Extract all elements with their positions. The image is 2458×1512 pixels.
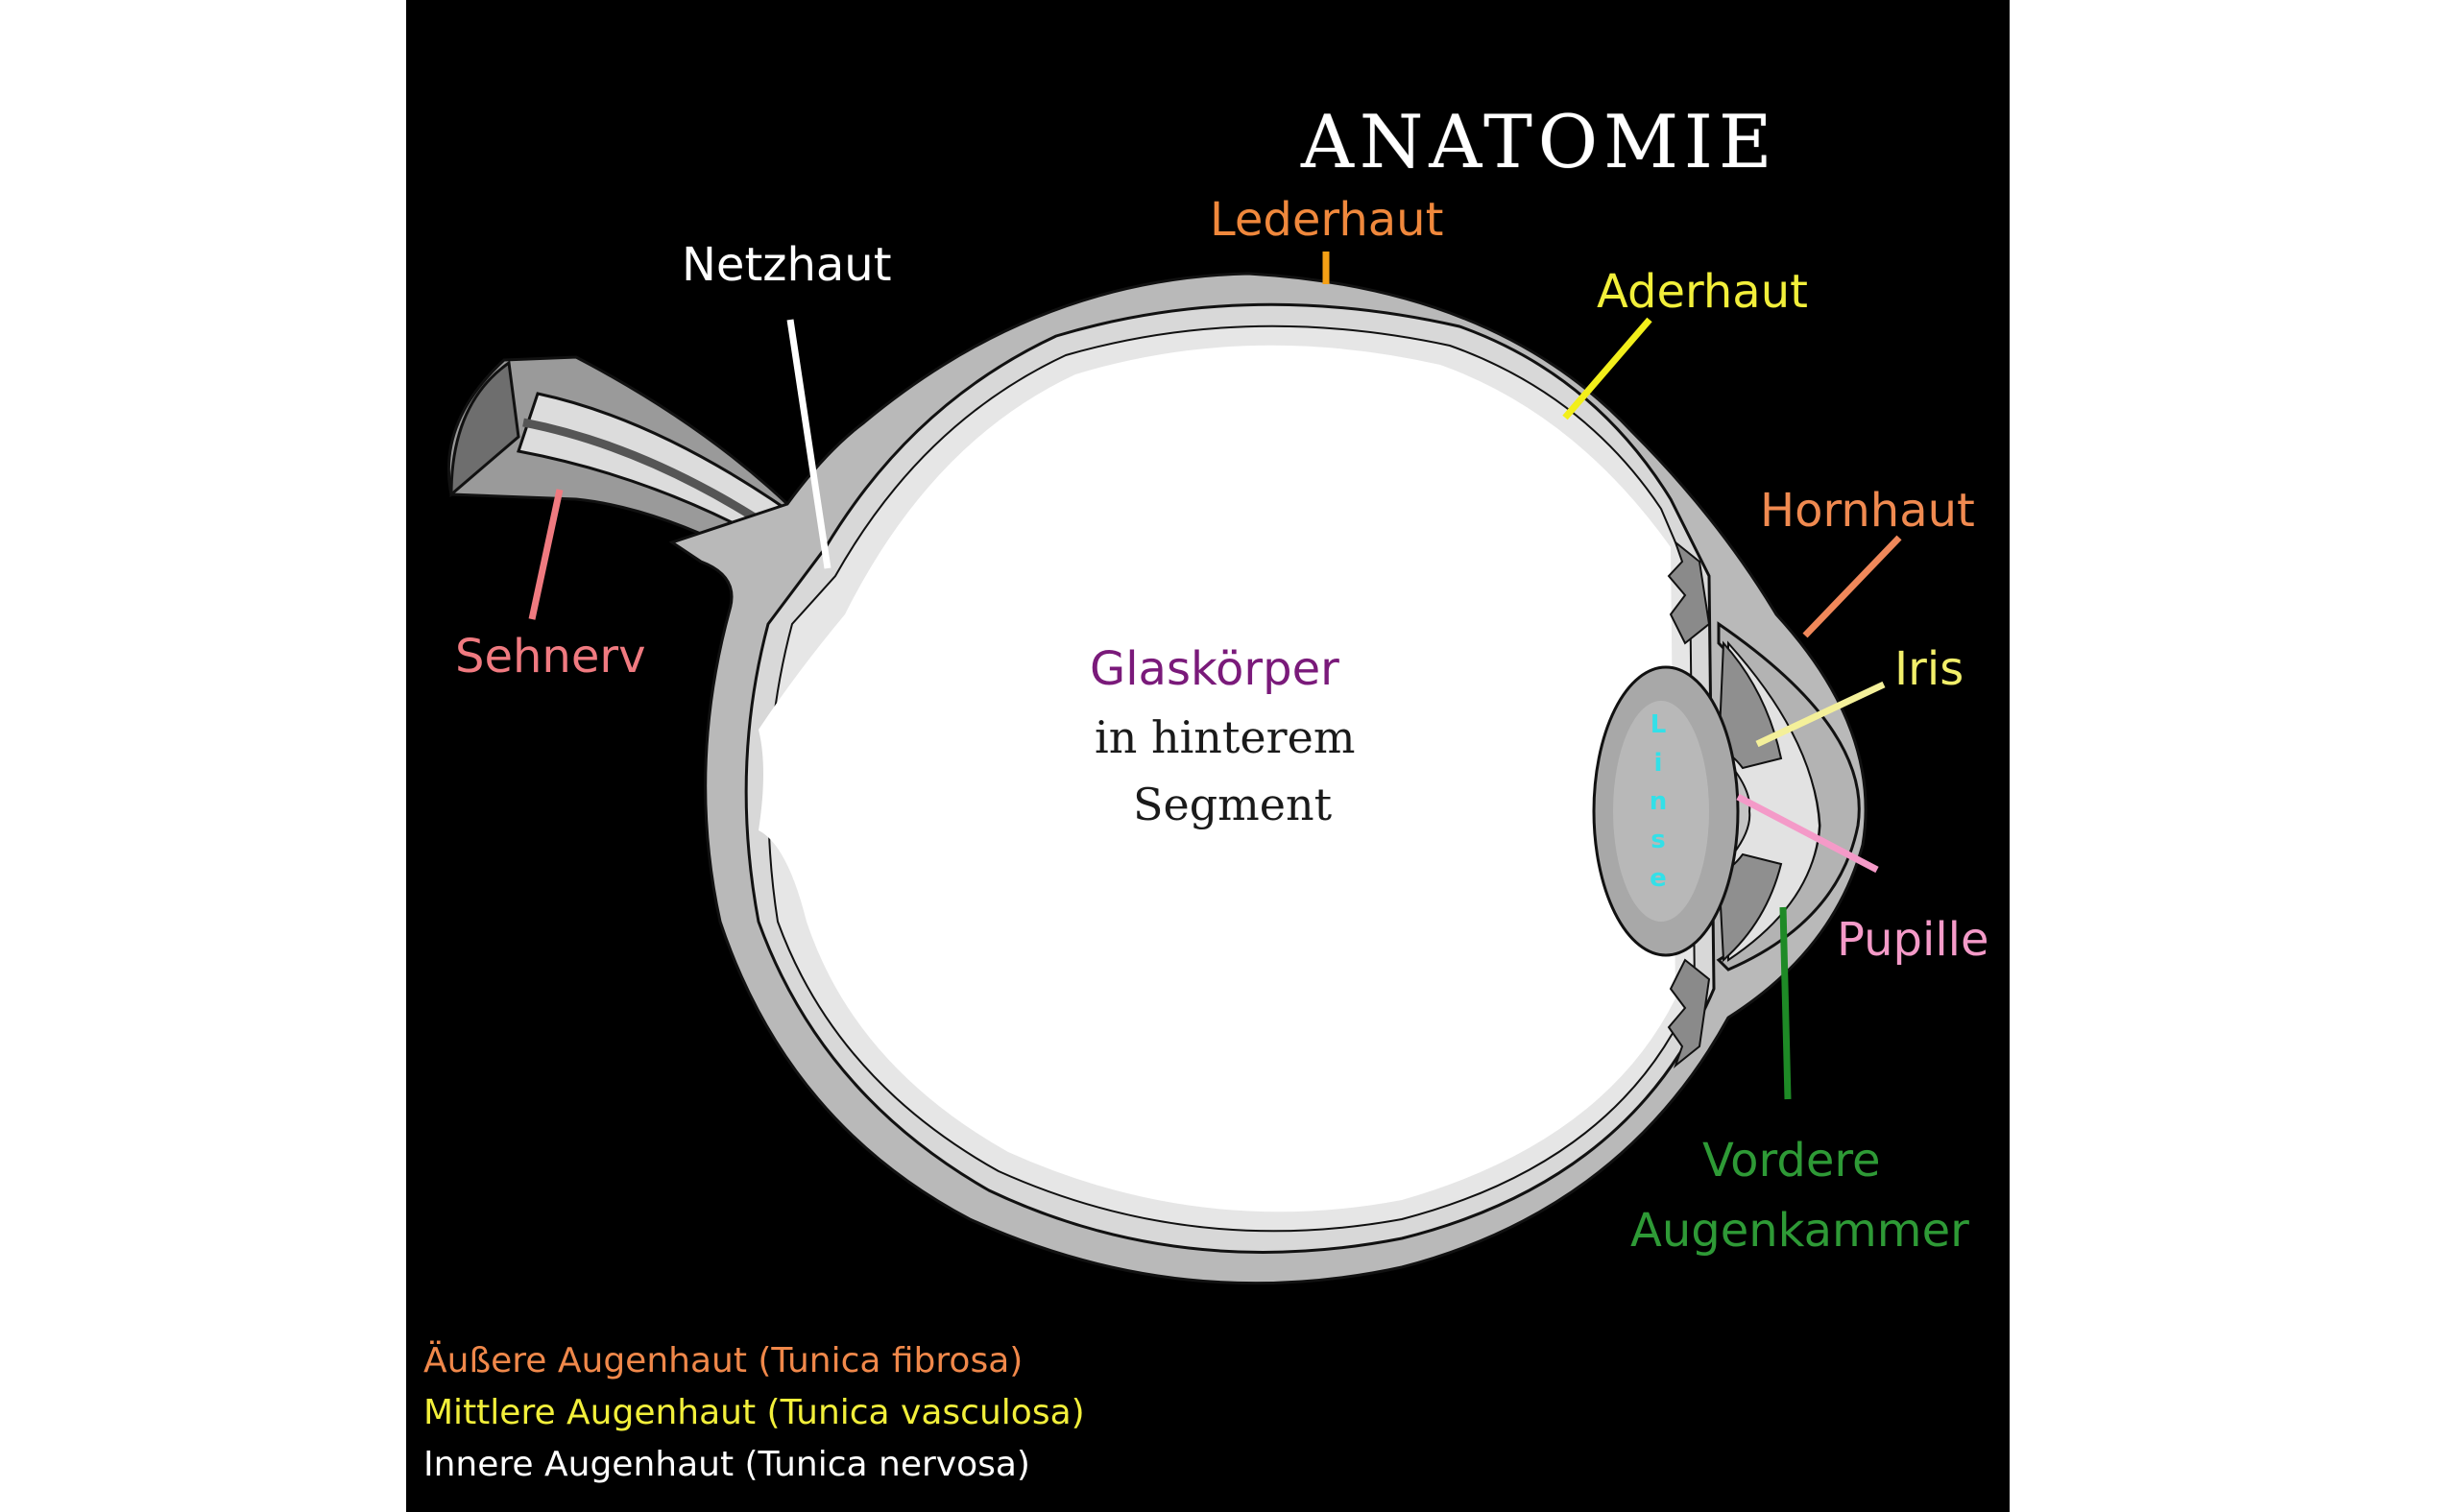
vordere-augenkammer-pointer bbox=[1779, 906, 1792, 1100]
ciliary-body bbox=[1667, 540, 1711, 1068]
label-vordere: Vordere bbox=[1702, 1134, 1881, 1188]
lens-nucleus bbox=[1613, 701, 1709, 922]
label-iris: Iris bbox=[1894, 642, 1964, 696]
label-sehnerv: Sehnerv bbox=[455, 630, 646, 684]
label-aderhaut: Aderhaut bbox=[1597, 265, 1808, 319]
label-linse: Linse bbox=[1649, 710, 1668, 893]
page-title: ANATOMIE bbox=[1301, 99, 1778, 184]
hornhaut-pointer bbox=[1802, 535, 1902, 638]
label-hornhaut: Hornhaut bbox=[1760, 484, 1975, 538]
label-glaskoerper-line3: Segment bbox=[1133, 779, 1333, 830]
label-netzhaut: Netzhaut bbox=[682, 238, 892, 292]
label-lederhaut: Lederhaut bbox=[1210, 193, 1444, 247]
sehnerv-pointer bbox=[528, 489, 564, 620]
iris-pointer bbox=[1755, 681, 1886, 748]
label-pupille: Pupille bbox=[1837, 913, 1989, 967]
pupille-pointer bbox=[1736, 793, 1879, 874]
aderhaut-pointer bbox=[1562, 317, 1652, 420]
vitreous-body bbox=[759, 345, 1675, 1212]
label-glaskoerper-line2: in hinterem bbox=[1095, 711, 1356, 763]
legend-inner-coat: Innere Augenhaut (Tunica nervosa) bbox=[423, 1445, 1030, 1484]
legend-outer-coat: Äußere Augenhaut (Tunica fibrosa) bbox=[423, 1341, 1024, 1380]
label-glaskoerper: Glaskörper bbox=[1090, 642, 1339, 696]
legend-middle-coat: Mittlere Augenhaut (Tunica vasculosa) bbox=[423, 1393, 1085, 1432]
netzhaut-pointer bbox=[786, 319, 831, 569]
label-augenkammer: Augenkammer bbox=[1630, 1204, 1969, 1258]
